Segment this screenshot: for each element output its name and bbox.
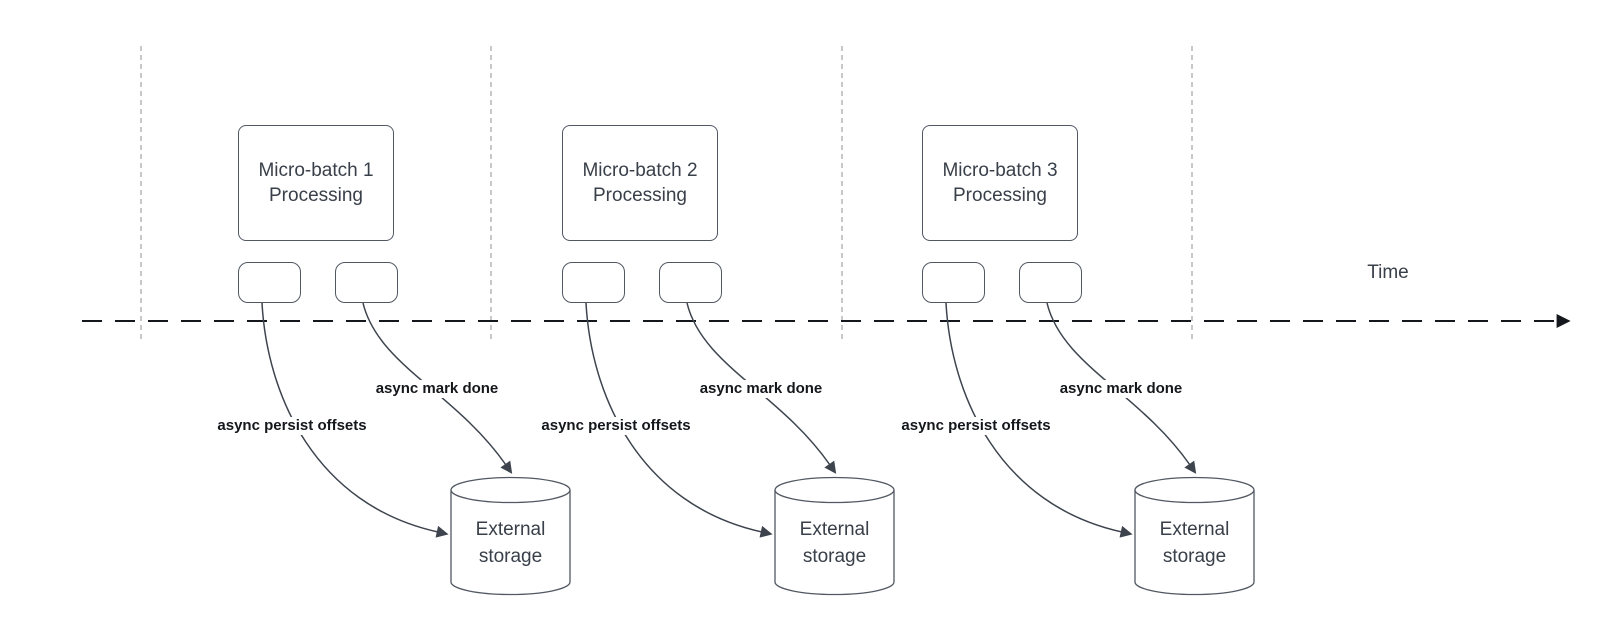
mark-done-label-2: async mark done bbox=[696, 380, 826, 398]
micro-batch-2-box-line1: Micro-batch 2 bbox=[582, 160, 698, 181]
external-storage-cylinder-3 bbox=[1134, 476, 1255, 596]
micro-batch-3-box-line2: Processing bbox=[953, 185, 1047, 206]
persist-offsets-arrow-2 bbox=[585, 302, 773, 538]
persist-offsets-task-3 bbox=[922, 262, 985, 303]
mark-done-arrow-2 bbox=[686, 302, 837, 474]
external-storage-label-3-line2: storage bbox=[1162, 546, 1227, 567]
external-storage-cylinder-2 bbox=[774, 476, 895, 596]
micro-batch-1-box-line1: Micro-batch 1 bbox=[258, 160, 374, 181]
time-axis-label: Time bbox=[1367, 262, 1409, 283]
mark-done-label-3: async mark done bbox=[1056, 380, 1186, 398]
persist-offsets-task-2 bbox=[562, 262, 625, 303]
persist-offsets-arrow-1 bbox=[261, 302, 449, 538]
external-storage-label-1-line1: External bbox=[475, 519, 546, 540]
mark-done-label-1: async mark done bbox=[372, 380, 502, 398]
external-storage-label-1: External storage bbox=[451, 516, 570, 570]
mark-done-arrow-1 bbox=[362, 302, 513, 474]
mark-done-arrow-3 bbox=[1046, 302, 1197, 474]
mark-done-task-2 bbox=[659, 262, 722, 303]
micro-batch-2-box: Micro-batch 2 Processing bbox=[562, 125, 718, 241]
external-storage-label-3-line1: External bbox=[1159, 519, 1230, 540]
persist-offsets-label-3: async persist offsets bbox=[898, 417, 1054, 435]
external-storage-label-2-line1: External bbox=[799, 519, 870, 540]
external-storage-label-1-line2: storage bbox=[478, 546, 543, 567]
micro-batch-3-box-line1: Micro-batch 3 bbox=[942, 160, 1058, 181]
external-storage-label-2: External storage bbox=[775, 516, 894, 570]
micro-batch-2-box-line2: Processing bbox=[593, 185, 687, 206]
persist-offsets-arrow-3 bbox=[945, 302, 1133, 538]
persist-offsets-label-2: async persist offsets bbox=[538, 417, 694, 435]
persist-offsets-task-1 bbox=[238, 262, 301, 303]
micro-batch-3-box: Micro-batch 3 Processing bbox=[922, 125, 1078, 241]
persist-offsets-label-1: async persist offsets bbox=[214, 417, 370, 435]
micro-batch-1-box: Micro-batch 1 Processing bbox=[238, 125, 394, 241]
external-storage-cylinder-1 bbox=[450, 476, 571, 596]
micro-batch-1-box-line2: Processing bbox=[269, 185, 363, 206]
external-storage-label-2-line2: storage bbox=[802, 546, 867, 567]
mark-done-task-3 bbox=[1019, 262, 1082, 303]
external-storage-label-3: External storage bbox=[1135, 516, 1254, 570]
mark-done-task-1 bbox=[335, 262, 398, 303]
